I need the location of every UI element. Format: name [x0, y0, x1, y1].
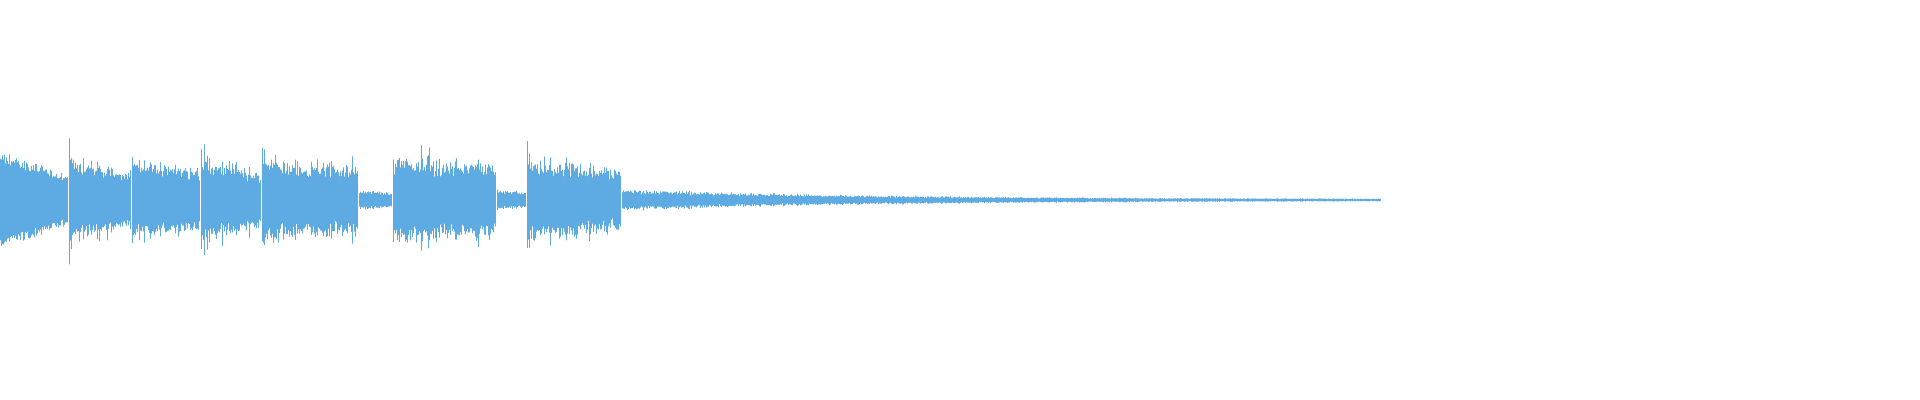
waveform-trace [0, 138, 1381, 265]
